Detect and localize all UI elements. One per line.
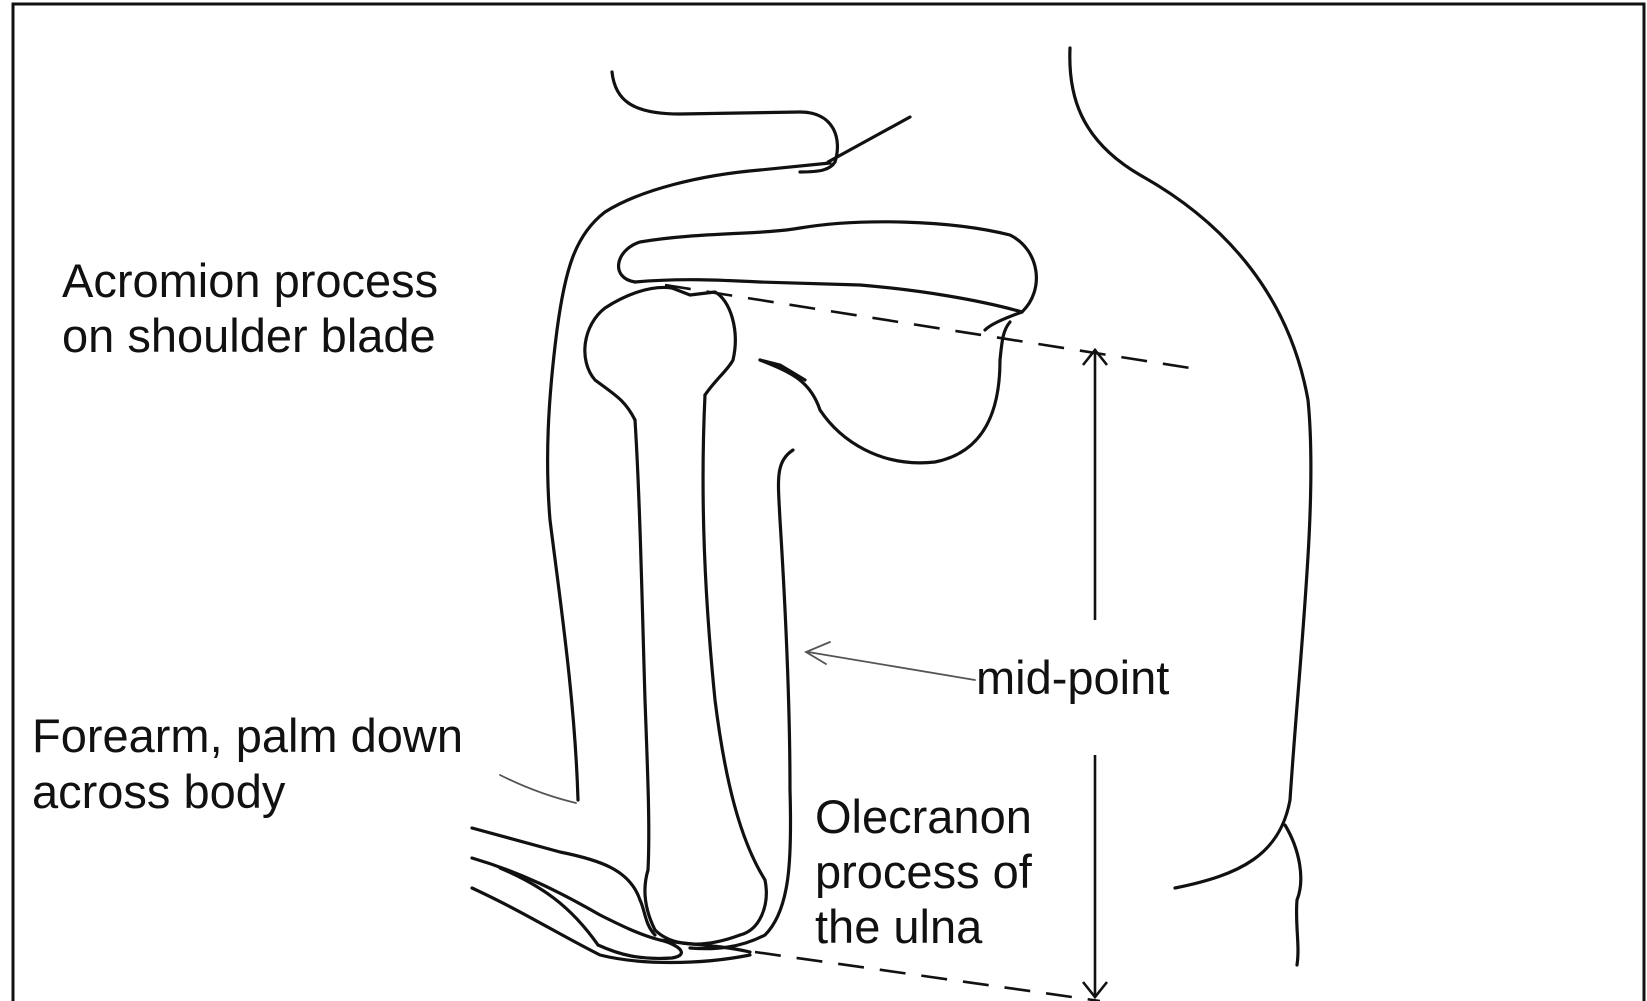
humerus-shaft-left [635, 420, 655, 930]
torso-outline [1070, 48, 1311, 888]
forearm-pointer [500, 775, 576, 803]
olecranon-label-line2: process of [815, 845, 1033, 898]
inner-arm-outline [690, 450, 793, 949]
forearm-label-line1: Forearm, palm down [32, 709, 463, 762]
olecranon-label-line3: the ulna [815, 900, 983, 953]
acromion-label-line1: Acromion process [62, 254, 438, 307]
olecranon-dashed-line [755, 952, 1100, 1001]
neck-line [828, 117, 910, 162]
scapula-outline [619, 222, 1037, 330]
acromion-dashed-line [665, 285, 1190, 368]
humerus-head [585, 287, 672, 420]
midpoint-label: mid-point [976, 651, 1169, 704]
scapula-lower-outline [760, 322, 1010, 463]
acromion-label-line2: on shoulder blade [62, 309, 436, 362]
humerus-head-top [672, 288, 735, 395]
torso-hip-line [1285, 825, 1301, 965]
midpoint-pointer [808, 652, 975, 680]
collar-outline [612, 72, 837, 172]
forearm-upper-outline [472, 828, 655, 935]
humerus-shaft-right [703, 395, 766, 935]
olecranon-label-line1: Olecranon [815, 790, 1032, 843]
forearm-label-line2: across body [32, 765, 286, 818]
